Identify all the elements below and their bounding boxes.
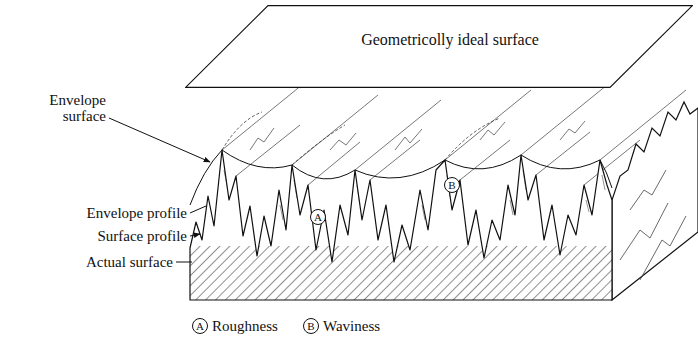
legend-text: Waviness [323,318,380,334]
plane-label: Geometricolly ideal surface [361,31,539,49]
side-face [612,102,698,300]
leader-line [190,234,200,236]
part-label: Envelope surface [40,92,106,124]
spike-shading [224,170,605,220]
part-label: Envelope profile [87,205,187,221]
callout-circle: A [192,318,208,334]
legend-text: Roughness [212,318,278,334]
plane-shape [186,6,693,88]
callout-circle: A [310,209,326,225]
callout-letter: B [307,321,314,332]
envelope-profile [190,150,612,205]
side-texture [620,170,686,280]
callout-circle: B [303,318,319,334]
part-label: Surface profile [97,228,187,244]
leader-line [176,262,192,263]
callout-circle: B [444,177,460,193]
section-hatch [188,246,614,302]
surface-profile [190,150,612,300]
callout-letter: A [196,321,204,332]
callout-letter: B [448,180,455,191]
ideal-plane: Geometricolly ideal surface [185,5,693,88]
envelope-surface-line [222,112,500,165]
part-label: Actual surface [86,254,173,270]
callout-letter: A [314,212,322,223]
leader-line [190,206,206,213]
leader-line [109,118,210,162]
